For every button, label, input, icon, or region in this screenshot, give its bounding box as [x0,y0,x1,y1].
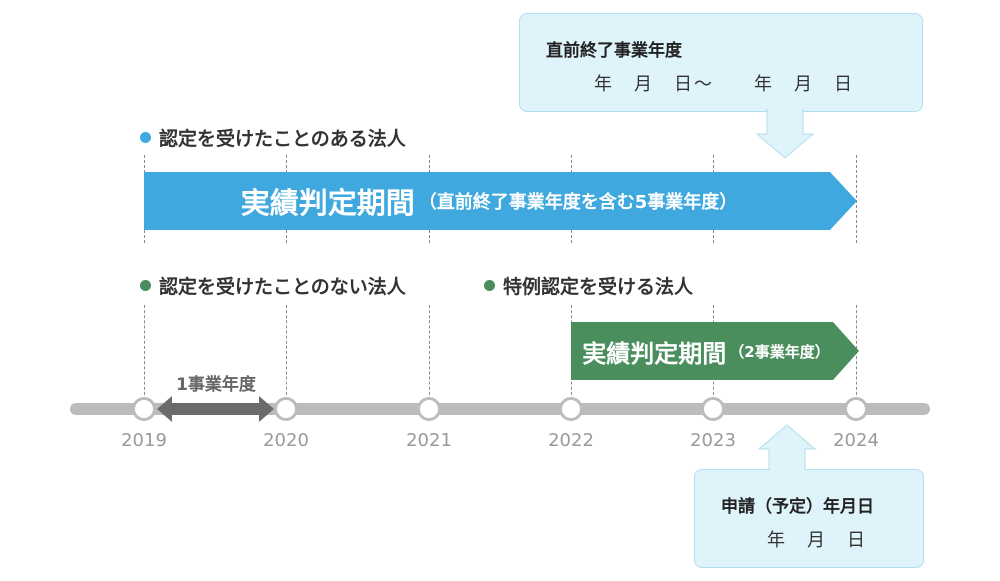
year-label: 2019 [121,430,167,451]
performance-period-band-2-years [571,322,859,380]
guide-line-2020 [286,305,287,400]
legend-special: 特例認定を受ける法人 [484,272,693,299]
timeline-node-2020 [274,397,298,421]
legend-special-label: 特例認定を受ける法人 [503,276,694,298]
callout-previous-fiscal-year: 直前終了事業年度 年 月 日〜 年 月 日 [519,13,923,112]
band-short-sub: （2事業年度） [729,342,830,361]
legend-not-certified-label: 認定を受けたことのない法人 [159,276,406,298]
band-long-main: 実績判定期間 [240,186,415,220]
timeline-node-2021 [417,397,441,421]
guide-line-2024 [856,155,857,243]
year-label: 2022 [548,430,594,451]
year-label: 2024 [833,430,879,451]
timeline-node-2023 [701,397,725,421]
legend-not-certified: 認定を受けたことのない法人 [140,272,406,299]
callout-previous-fiscal-year-title: 直前終了事業年度 [546,41,682,61]
timeline-node-2024 [844,397,868,421]
timeline-node-2022 [559,397,583,421]
performance-period-band-5-years [144,172,857,230]
band-short-text: 実績判定期間 （2事業年度） [571,322,841,380]
legend-certified-label: 認定を受けたことのある法人 [159,128,406,150]
guide-line-2021 [429,305,430,400]
callout-previous-fiscal-year-dates: 年 月 日〜 年 月 日 [594,74,854,95]
year-label: 2023 [690,430,736,451]
band-long-text: 実績判定期間 （直前終了事業年度を含む5事業年度） [144,172,834,230]
guide-line-2019 [144,305,145,400]
callout-top-pointer-arrow [755,108,815,159]
legend-green-dot [140,280,151,291]
year-label: 2021 [406,430,452,451]
callout-application-date: 申請（予定）年月日 年 月 日 [694,469,924,568]
callout-bottom-seam [770,468,804,472]
band-long-sub: （直前終了事業年度を含む5事業年度） [418,192,738,213]
callout-application-date-dates: 年 月 日 [767,530,867,551]
legend-green-dot [484,280,495,291]
legend-blue-dot [140,132,151,143]
band-short-main: 実績判定期間 [582,339,727,368]
one-fiscal-year-double-arrow [157,396,274,422]
span-label: 1事業年度 [176,375,256,395]
legend-certified: 認定を受けたことのある法人 [140,124,406,151]
timeline-node-2019 [132,397,156,421]
callout-application-date-title: 申請（予定）年月日 [721,497,874,517]
year-label: 2020 [263,430,309,451]
